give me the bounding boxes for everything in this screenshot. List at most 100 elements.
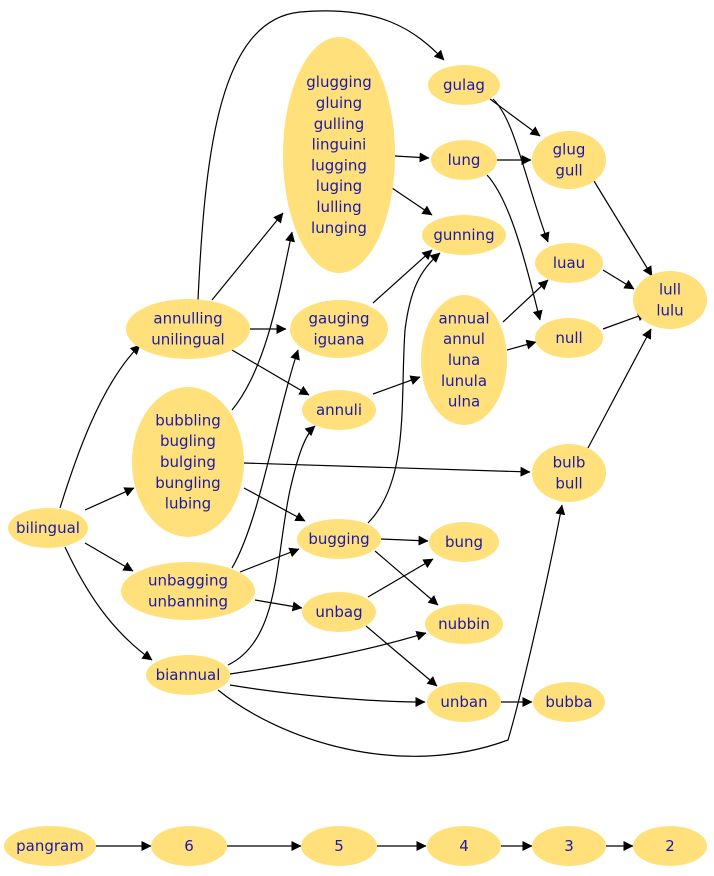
node-label: gulling bbox=[314, 115, 365, 133]
node-label: luau bbox=[553, 254, 585, 272]
edge-bugging-to-nubbin bbox=[374, 550, 439, 606]
edge-unbag-to-unban bbox=[365, 625, 438, 687]
node-ellipse bbox=[146, 655, 230, 695]
edge-biannual-to-annuli bbox=[227, 425, 316, 666]
node-label: annul bbox=[443, 330, 485, 348]
node-unbag: unbag bbox=[302, 592, 376, 632]
node-ellipse bbox=[126, 299, 250, 359]
node-ellipse bbox=[425, 604, 503, 644]
edge-luau-to-lull bbox=[602, 269, 635, 290]
node-label: unban bbox=[440, 693, 487, 711]
node-label: lull bbox=[659, 281, 681, 299]
node-nubbin: nubbin bbox=[425, 604, 503, 644]
edge-annual-to-null bbox=[506, 339, 537, 351]
node-null: null bbox=[535, 318, 603, 358]
node-label: linguini bbox=[312, 136, 367, 154]
node-label: lunula bbox=[441, 372, 487, 390]
node-label: gulag bbox=[443, 76, 485, 94]
node-ellipse bbox=[301, 826, 377, 866]
node-label: 2 bbox=[665, 837, 675, 855]
node-label: luna bbox=[448, 351, 480, 369]
node-label: gauging bbox=[309, 310, 370, 328]
node-ellipse bbox=[431, 140, 497, 180]
edges bbox=[59, 10, 653, 851]
node-ellipse bbox=[535, 243, 603, 283]
edge-unbagging-to-gauging bbox=[231, 349, 300, 569]
node-label: bull bbox=[555, 474, 582, 492]
node-bung: bung bbox=[429, 522, 499, 562]
node-unbagging: unbagging unbanning bbox=[121, 562, 255, 620]
node-label: bubbling bbox=[155, 411, 220, 429]
edge-bilingual-to-biannual bbox=[64, 546, 153, 661]
node-ellipse bbox=[532, 826, 606, 866]
node-bubbling: bubbling bugling bulging bungling lubing bbox=[132, 387, 244, 537]
node-lull: lull lulu bbox=[633, 271, 707, 329]
node-ellipse bbox=[532, 444, 606, 502]
node-label: lubing bbox=[165, 495, 211, 513]
edge-bubbling-to-glugging bbox=[231, 231, 295, 411]
node-label: unilingual bbox=[151, 330, 224, 348]
node-label: lung bbox=[448, 151, 481, 169]
edge-bilingual-to-unbagging bbox=[84, 542, 134, 572]
node-label: unbag bbox=[315, 603, 362, 621]
node-ellipse bbox=[121, 562, 255, 620]
node-label: lunging bbox=[311, 219, 367, 237]
edge-glugging-to-gunning bbox=[391, 187, 433, 216]
edge-bulb-to-lull bbox=[587, 328, 652, 449]
node-label: bung bbox=[445, 533, 483, 551]
node-label: unbagging bbox=[148, 572, 228, 590]
node-label: glug bbox=[553, 141, 586, 159]
node-ellipse bbox=[427, 682, 501, 722]
node-annulling: annulling unilingual bbox=[126, 299, 250, 359]
node-bilingual: bilingual bbox=[8, 508, 88, 548]
node-ellipse bbox=[633, 826, 707, 866]
node-ellipse bbox=[302, 592, 376, 632]
node-ellipse bbox=[421, 295, 507, 425]
edge-unbagging-to-bugging bbox=[239, 547, 300, 573]
node-label: 4 bbox=[459, 837, 469, 855]
node-label: annuli bbox=[316, 401, 362, 419]
node-biannual: biannual bbox=[146, 655, 230, 695]
node-label: biannual bbox=[156, 666, 221, 684]
node-label: lulling bbox=[316, 198, 361, 216]
node-label: bungling bbox=[155, 474, 220, 492]
edge-lung-to-null bbox=[486, 174, 543, 321]
node-ellipse bbox=[151, 826, 227, 866]
node-annuli: annuli bbox=[302, 390, 376, 430]
edge-bilingual-to-bubbling bbox=[84, 487, 135, 511]
edge-glug-to-lull bbox=[593, 180, 653, 277]
node-n3: 3 bbox=[532, 826, 606, 866]
node-ellipse bbox=[132, 387, 244, 537]
node-gulag: gulag bbox=[428, 65, 500, 105]
node-lung: lung bbox=[431, 140, 497, 180]
edge-bugging-to-bung bbox=[380, 535, 429, 546]
node-label: unbanning bbox=[148, 592, 228, 610]
edge-unbag-to-bung bbox=[367, 558, 434, 598]
node-unban: unban bbox=[427, 682, 501, 722]
edge-biannual-to-nubbin bbox=[229, 630, 427, 675]
node-label: nubbin bbox=[438, 615, 490, 633]
node-n4: 4 bbox=[427, 826, 501, 866]
node-label: ulna bbox=[448, 393, 480, 411]
node-label: bugling bbox=[160, 432, 216, 450]
node-ellipse bbox=[290, 300, 388, 358]
edge-annulling-to-glugging bbox=[211, 212, 284, 301]
node-label: luging bbox=[316, 177, 362, 195]
node-ellipse bbox=[535, 318, 603, 358]
edge-bilingual-to-annulling bbox=[59, 344, 141, 509]
node-bugging: bugging bbox=[297, 519, 381, 559]
node-label: lulu bbox=[656, 301, 683, 319]
node-label: pangram bbox=[16, 837, 84, 855]
node-label: lugging bbox=[311, 156, 367, 174]
edge-gauging-to-gunning bbox=[372, 249, 433, 304]
edge-annual-to-luau bbox=[502, 279, 549, 323]
node-label: gull bbox=[555, 161, 582, 179]
node-ellipse bbox=[297, 519, 381, 559]
node-ellipse bbox=[422, 215, 506, 255]
edge-biannual-to-unban bbox=[229, 684, 426, 707]
node-label: annulling bbox=[153, 310, 222, 328]
node-label: 3 bbox=[564, 837, 574, 855]
node-label: bulging bbox=[160, 453, 216, 471]
edge-bubbling-to-bulb bbox=[243, 462, 531, 477]
